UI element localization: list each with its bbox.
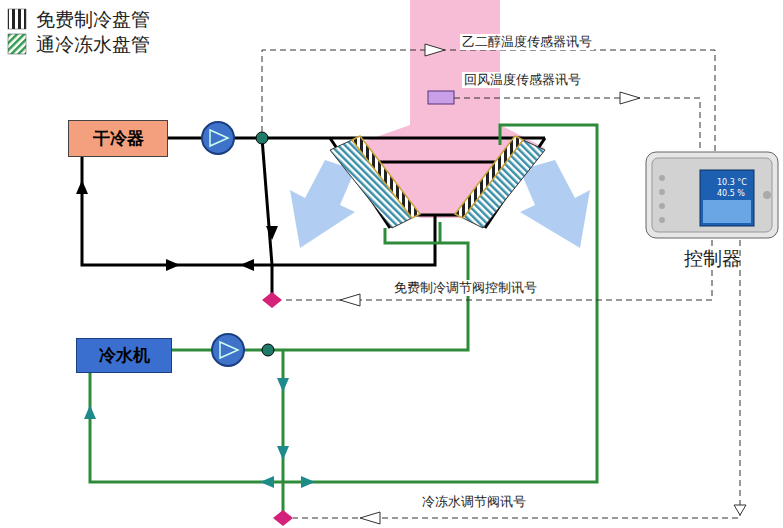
signal-label: 冷冻水调节阀讯号 — [420, 494, 528, 510]
signal-label: 乙二醇温度传感器讯号 — [460, 34, 594, 50]
node-text: 冷水机 — [99, 345, 150, 365]
legend-text: 免费制冷盘管 — [36, 8, 150, 30]
screen-reading: 40.5 % — [716, 189, 746, 199]
legend-row: 免费制冷盘管 — [30, 8, 150, 30]
signal-label: 回风温度传感器讯号 — [462, 72, 583, 88]
node-text: 干冷器 — [93, 128, 144, 148]
signal-label: 免费制冷调节阀控制讯号 — [392, 280, 539, 296]
legend-text: 通冷冻水盘管 — [36, 33, 150, 55]
chiller-box: 冷水机 — [76, 338, 172, 373]
node-text: 控制器 — [684, 247, 741, 270]
controller-unit: 控制器 — [646, 152, 778, 270]
legend-row: 通冷冻水盘管 — [30, 33, 150, 55]
cooler-box: 干冷器 — [68, 120, 168, 157]
screen-reading: 10.3 °C — [716, 178, 748, 188]
